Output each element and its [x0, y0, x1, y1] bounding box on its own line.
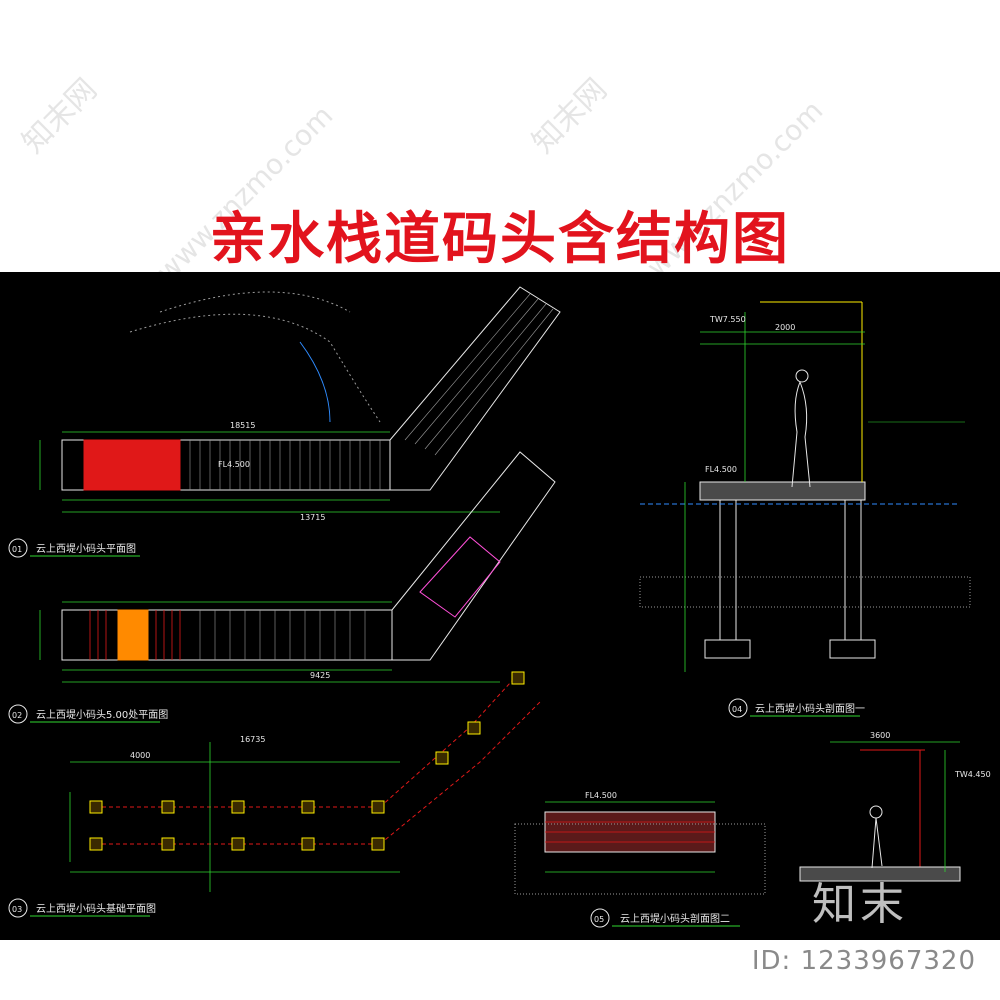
image-id: ID: 1233967320 [751, 946, 976, 976]
section-05-label: 云上西堤小码头剖面图二 [620, 912, 730, 925]
dim-label-5: 16735 [240, 735, 265, 744]
level-label-3: TW7.550 [709, 315, 746, 324]
column-left-04 [719, 499, 737, 641]
human-head-06 [869, 805, 883, 819]
level-label-1: FL4.500 [218, 460, 250, 469]
section-04-num: 04 [732, 705, 742, 714]
deck-slab-04 [699, 481, 866, 501]
orange-deck-02 [117, 609, 149, 661]
foundation-beams-03 [95, 671, 541, 845]
plan-02-label: 云上西堤小码头5.00处平面图 [36, 709, 168, 721]
deck-06 [799, 866, 961, 882]
plan-03-callout: 03 云上西堤小码头基础平面图 [8, 898, 156, 918]
deck-lines-05 [545, 821, 715, 843]
section-05-callout: 05 云上西堤小码头剖面图二 [590, 908, 740, 928]
pile-caps-03 [89, 671, 525, 851]
section-04 [639, 301, 971, 672]
ramp-hatch-01 [404, 293, 554, 456]
human-figure-06 [871, 817, 883, 869]
plan-01-label: 云上西堤小码头平面图 [36, 543, 136, 555]
dims-elevation-06 [830, 741, 960, 872]
dim-label-6: 2000 [775, 323, 795, 332]
section-04-label: 云上西堤小码头剖面图一 [755, 702, 865, 715]
ramp-plan-02 [391, 451, 556, 661]
plan-03-label: 云上西堤小码头基础平面图 [36, 902, 156, 915]
dim-label-2: 13715 [300, 513, 325, 522]
plan-02-num: 02 [12, 711, 22, 720]
deck-hatch-02 [199, 610, 366, 660]
dim-label-1: 18515 [230, 421, 255, 430]
dim-label-4: 4000 [130, 751, 150, 760]
deck-hatch-01 [189, 440, 381, 490]
watermark-brand-2: 知末网 [525, 72, 615, 161]
water-edge [299, 341, 331, 423]
dims-plan-01 [39, 431, 500, 513]
plan-02 [61, 451, 556, 661]
terrain-curve-2 [159, 291, 351, 313]
cad-drawing: 18515 13715 FL4.500 01 云上西堤小码头平面图 [0, 272, 1000, 940]
dims-section-05 [545, 801, 715, 873]
magenta-landing-02 [419, 536, 501, 618]
section-05-num: 05 [594, 915, 604, 924]
plan-01-callout: 01 云上西堤小码头平面图 [8, 538, 140, 558]
footing-left-04 [704, 639, 751, 659]
column-right-04 [844, 499, 862, 641]
soil-layer-04 [639, 576, 971, 608]
ground-05 [514, 823, 766, 895]
brand-logo: 知末 [812, 879, 908, 930]
walkway-plan-02 [61, 609, 393, 661]
dim-label-7: 3600 [870, 731, 890, 740]
plan-03-num: 03 [12, 905, 22, 914]
human-figure-04 [791, 381, 811, 488]
human-head-04 [795, 369, 809, 383]
plan-01 [61, 286, 561, 491]
dims-section-04 [684, 312, 865, 672]
plan-01-num: 01 [12, 545, 22, 554]
dim-label-3: 9425 [310, 671, 330, 680]
page-title: 亲水栈道码头含结构图 [210, 207, 790, 272]
red-hatch-02 [89, 610, 181, 660]
watermark-brand-1: 知末网 [15, 72, 105, 161]
footing-right-04 [829, 639, 876, 659]
plan-03 [69, 671, 541, 892]
plan-02-callout: 02 云上西堤小码头5.00处平面图 [8, 704, 168, 724]
ramp-plan-01 [389, 286, 561, 491]
red-deck-01 [83, 439, 181, 491]
elevation-06 [799, 741, 961, 882]
level-label-6: TW4.450 [954, 770, 991, 779]
dims-plan-02 [39, 601, 500, 683]
dims-plan-03 [69, 742, 400, 892]
terrain-curve-1 [129, 313, 381, 423]
level-label-5: FL4.500 [585, 791, 617, 800]
section-04-callout: 04 云上西堤小码头剖面图一 [728, 698, 865, 718]
section-05 [514, 801, 766, 895]
level-label-4: FL4.500 [705, 465, 737, 474]
